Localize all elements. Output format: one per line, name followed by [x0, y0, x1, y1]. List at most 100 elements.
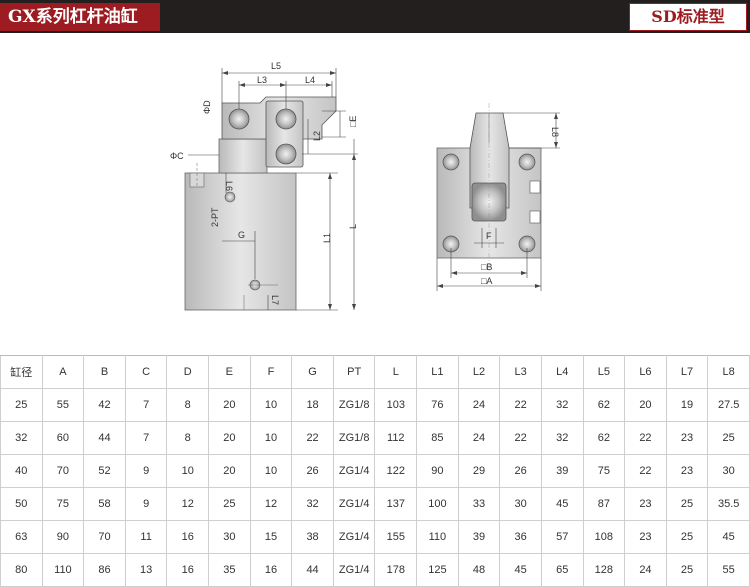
table-cell: 30 [499, 487, 542, 521]
table-cell: 25 [665, 487, 709, 521]
cylinder-body [184, 172, 297, 311]
label-E: □E [348, 116, 358, 127]
table-cell: 18 [291, 388, 334, 422]
table-cell: 62 [582, 388, 626, 422]
table-cell: 23 [624, 487, 667, 521]
table-cell: 45 [540, 487, 584, 521]
table-cell: 108 [582, 520, 626, 554]
pin-right [275, 108, 297, 130]
table-cell: ZG1/8 [332, 421, 376, 455]
table-cell: 45 [707, 520, 750, 554]
column-header: F [249, 355, 293, 389]
label-L1: L1 [322, 233, 332, 243]
front-view: L8 F □B □A [436, 103, 560, 291]
table-cell: ZG1/8 [332, 388, 376, 422]
label-L4: L4 [305, 75, 315, 85]
table-cell: 39 [457, 520, 501, 554]
column-header: L5 [582, 355, 626, 389]
column-header: 缸径 [0, 355, 43, 389]
table-cell: 48 [457, 553, 501, 587]
table-cell: 10 [249, 388, 293, 422]
table-cell: 25 [665, 520, 709, 554]
table-cell: 55 [707, 553, 750, 587]
label-F: F [486, 231, 492, 241]
table-cell: 55 [41, 388, 85, 422]
table-cell: 22 [499, 421, 542, 455]
table-cell: 11 [124, 520, 168, 554]
label-L7: L7 [270, 295, 280, 305]
table-cell: 10 [166, 454, 210, 488]
table-cell: ZG1/4 [332, 487, 376, 521]
table-cell: 100 [416, 487, 459, 521]
table-cell: 125 [416, 553, 459, 587]
column-header: B [83, 355, 126, 389]
table-cell: 7 [124, 421, 168, 455]
column-header: C [124, 355, 168, 389]
table-cell: 24 [624, 553, 667, 587]
table-cell: 20 [624, 388, 667, 422]
table-cell: 12 [249, 487, 293, 521]
label-L: L [348, 224, 358, 229]
pin-lower [275, 143, 297, 165]
table-cell: 90 [41, 520, 85, 554]
column-header: E [208, 355, 251, 389]
table-cell: 25 [665, 553, 709, 587]
table-cell: 36 [499, 520, 542, 554]
table-cell: 22 [624, 454, 667, 488]
table-cell: 25 [707, 421, 750, 455]
table-cell: 20 [208, 421, 251, 455]
column-header: G [291, 355, 334, 389]
table-cell: 52 [83, 454, 126, 488]
label-A: □A [481, 276, 492, 286]
table-cell: 75 [41, 487, 85, 521]
table-cell: 76 [416, 388, 459, 422]
table-cell: 22 [624, 421, 667, 455]
page-title: GX系列杠杆油缸 [0, 3, 160, 31]
table-cell: 70 [83, 520, 126, 554]
label-L5: L5 [271, 61, 281, 71]
table-cell: 58 [83, 487, 126, 521]
table-cell: 35.5 [707, 487, 750, 521]
table-cell: 112 [374, 421, 418, 455]
column-header: L [374, 355, 418, 389]
table-cell: 8 [166, 388, 210, 422]
table-cell: 75 [582, 454, 626, 488]
table-cell: 29 [457, 454, 501, 488]
table-cell: 60 [41, 421, 85, 455]
table-cell: 7 [124, 388, 168, 422]
table-cell: 44 [291, 553, 334, 587]
label-L3: L3 [257, 75, 267, 85]
table-cell: ZG1/4 [332, 553, 376, 587]
table-cell: 9 [124, 454, 168, 488]
table-cell: 33 [457, 487, 501, 521]
column-header: D [166, 355, 210, 389]
table-cell: 110 [41, 553, 85, 587]
table-cell: 12 [166, 487, 210, 521]
table-cell: 16 [166, 520, 210, 554]
table-cell: ZG1/4 [332, 454, 376, 488]
label-phiD: ΦD [202, 100, 212, 114]
table-cell: 70 [41, 454, 85, 488]
drawing-svg: L5 L3 L4 ΦD □E L2 ΦC L6 2-PT G L1 L L7 [170, 61, 560, 311]
table-cell: 122 [374, 454, 418, 488]
technical-drawing: L5 L3 L4 ΦD □E L2 ΦC L6 2-PT G L1 L L7 [0, 33, 750, 355]
table-cell: 9 [124, 487, 168, 521]
table-cell: 25 [0, 388, 43, 422]
column-header: PT [332, 355, 376, 389]
table-cell: 103 [374, 388, 418, 422]
table-cell: 40 [0, 454, 43, 488]
table-cell: 27.5 [707, 388, 750, 422]
pin-left [228, 108, 250, 130]
table-cell: 24 [457, 421, 501, 455]
column-header: A [41, 355, 85, 389]
column-header: L3 [499, 355, 542, 389]
label-B: □B [481, 262, 492, 272]
table-cell: 44 [83, 421, 126, 455]
table-cell: 128 [582, 553, 626, 587]
column-header: L6 [624, 355, 667, 389]
